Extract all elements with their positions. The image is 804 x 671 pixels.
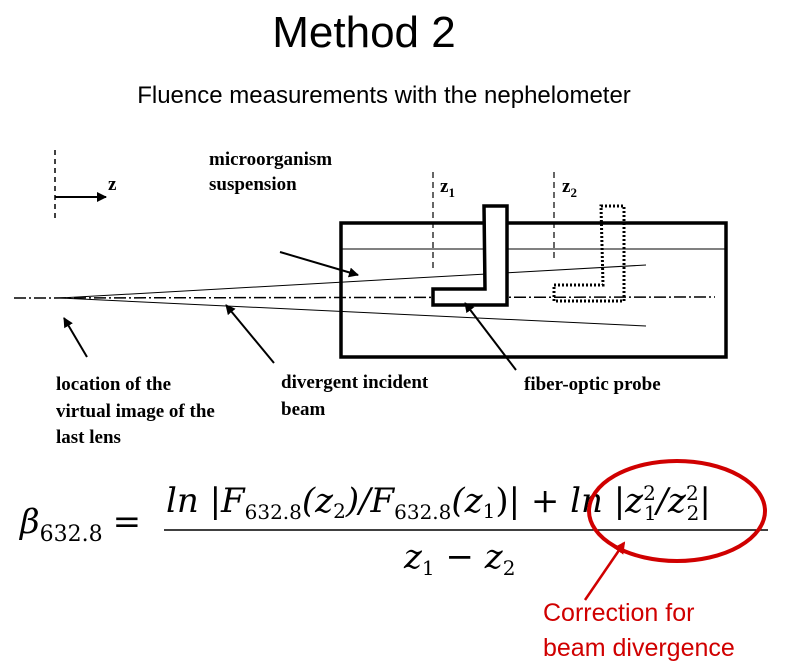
virtual-image-label-line1: location of the bbox=[56, 374, 171, 395]
z-axis-label: z bbox=[108, 174, 117, 195]
probe-arrow bbox=[464, 302, 517, 371]
virtual-image-label-line2: virtual image of the bbox=[56, 401, 215, 422]
beam-lower-edge bbox=[59, 297, 647, 327]
z1-label: z1 bbox=[440, 176, 455, 200]
beam-label-line2: beam bbox=[281, 399, 326, 420]
slide-title: Method 2 bbox=[272, 8, 456, 57]
virtual-image-label-line3: last lens bbox=[56, 427, 121, 448]
cuvette bbox=[339, 221, 728, 359]
optical-axis bbox=[13, 296, 716, 299]
suspension-label-line2: suspension bbox=[209, 174, 297, 195]
beam-label-line1: divergent incident bbox=[281, 372, 429, 393]
suspension-arrow bbox=[279, 251, 359, 278]
z2-label: z2 bbox=[562, 176, 577, 200]
probe-position-1 bbox=[431, 204, 509, 307]
correction-label-line2: beam divergence bbox=[543, 634, 735, 662]
correction-label-line1: Correction for bbox=[543, 599, 694, 627]
probe-position-2 bbox=[552, 204, 626, 303]
beam-upper-edge bbox=[59, 264, 647, 299]
slide-subtitle: Fluence measurements with the nephelomet… bbox=[0, 82, 804, 110]
subtitle-text: Fluence measurements with the nephelomet… bbox=[137, 82, 631, 109]
probe-label: fiber-optic probe bbox=[524, 374, 661, 395]
suspension-label-line1: microorganism bbox=[209, 149, 332, 170]
virtual-image-arrow bbox=[63, 317, 88, 358]
formula-denominator: z1 − z2 bbox=[403, 537, 515, 580]
beam-arrow bbox=[225, 304, 275, 364]
correction-highlight-ellipse bbox=[587, 459, 767, 563]
correction-arrow bbox=[583, 541, 626, 601]
formula-lhs: β632.8= bbox=[18, 502, 141, 547]
